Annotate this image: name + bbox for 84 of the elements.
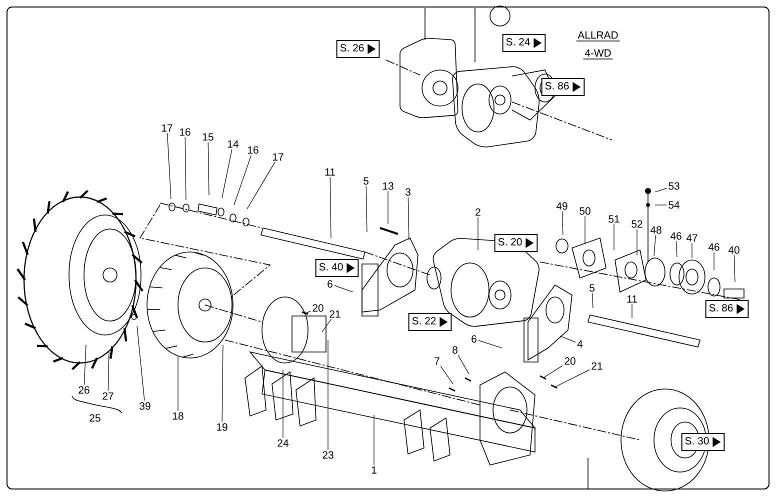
leader-line	[330, 176, 332, 238]
callout-number: 11	[625, 294, 639, 304]
callout-number: 19	[215, 422, 230, 432]
leader-line	[334, 285, 354, 292]
leader-line	[478, 340, 502, 348]
callout-number: 48	[649, 225, 664, 235]
callout-number: 8	[450, 345, 460, 355]
callout-number: 16	[246, 145, 260, 155]
callout-number: 21	[590, 361, 604, 371]
heading-label: 4-WD	[582, 49, 614, 60]
callout-number: 3	[404, 187, 412, 197]
heading-label: ALLRAD	[576, 31, 620, 42]
callout-number: 14	[226, 139, 240, 149]
leader-line	[542, 365, 563, 378]
callout-number: 51	[607, 214, 622, 224]
leader-line	[366, 186, 368, 232]
callout-number: 47	[685, 233, 700, 243]
callout-number: 17	[271, 152, 286, 162]
leader-line	[654, 204, 667, 206]
page-reference-box: S. 24	[502, 34, 546, 52]
callout-number: 5	[588, 283, 596, 293]
page-reference-box: S. 86	[541, 78, 585, 96]
callout-number: 17	[160, 123, 174, 133]
leader-line	[222, 148, 232, 198]
leader-line	[636, 228, 638, 256]
callout-number: 39	[138, 401, 152, 411]
callout-number: 13	[381, 181, 396, 191]
callout-number: 15	[201, 132, 216, 142]
callout-number: 16	[178, 127, 192, 137]
leader-line	[84, 344, 86, 385]
callout-number: 1	[370, 465, 378, 475]
callout-number: 4	[576, 339, 584, 349]
callout-number: 25	[90, 414, 100, 422]
callout-number: 23	[321, 450, 336, 460]
callout-number: 46	[669, 231, 684, 241]
leader-line	[322, 318, 332, 332]
callout-number: 40	[727, 245, 742, 255]
leader-line	[440, 366, 454, 384]
leader-line	[222, 344, 224, 422]
leader-line	[562, 210, 564, 236]
callout-number: 26	[77, 385, 92, 395]
callout-number: 24	[276, 438, 290, 448]
callout-number: 2	[474, 207, 482, 217]
leader-line	[654, 188, 667, 192]
leader-line	[458, 355, 470, 374]
leader-line	[592, 292, 594, 308]
leader-line	[584, 216, 586, 244]
leader-line	[282, 370, 284, 438]
page-reference-box: S. 20	[494, 234, 538, 252]
callout-number: 49	[555, 201, 570, 211]
leader-line	[408, 196, 410, 240]
leader-line	[167, 132, 172, 200]
callout-number: 46	[707, 242, 722, 252]
leader-line	[208, 142, 210, 196]
callout-number: 52	[630, 219, 644, 229]
callout-number: 11	[323, 167, 337, 177]
callout-number: 5	[362, 176, 370, 186]
leader-line	[304, 310, 311, 314]
callout-number: 54	[667, 200, 682, 210]
leader-line	[136, 326, 145, 401]
callout-number: 53	[667, 181, 682, 191]
leader-line	[246, 162, 276, 210]
callout-number: 27	[101, 391, 116, 401]
page-reference-box: S. 22	[408, 313, 452, 331]
leader-line	[654, 234, 656, 256]
leader-line	[676, 240, 678, 258]
callout-number: 21	[328, 309, 342, 319]
leader-line	[234, 154, 252, 206]
page-reference-box: S. 40	[315, 259, 359, 277]
leader-line	[734, 254, 736, 282]
page-reference-box: S. 26	[336, 40, 380, 58]
leader-line	[108, 352, 110, 392]
callout-number: 6	[470, 334, 478, 344]
callout-number: 20	[563, 356, 578, 366]
page-reference-box: S. 30	[681, 433, 725, 451]
page-reference-box: S. 86	[705, 300, 749, 318]
callout-number: 20	[311, 303, 326, 313]
callout-number: 18	[171, 411, 186, 421]
callout-number: 7	[432, 356, 442, 366]
leader-line	[184, 136, 186, 200]
callout-number: 50	[578, 206, 592, 216]
leader-line	[554, 369, 590, 388]
leader-line	[560, 336, 576, 342]
callout-number: 6	[326, 279, 334, 289]
